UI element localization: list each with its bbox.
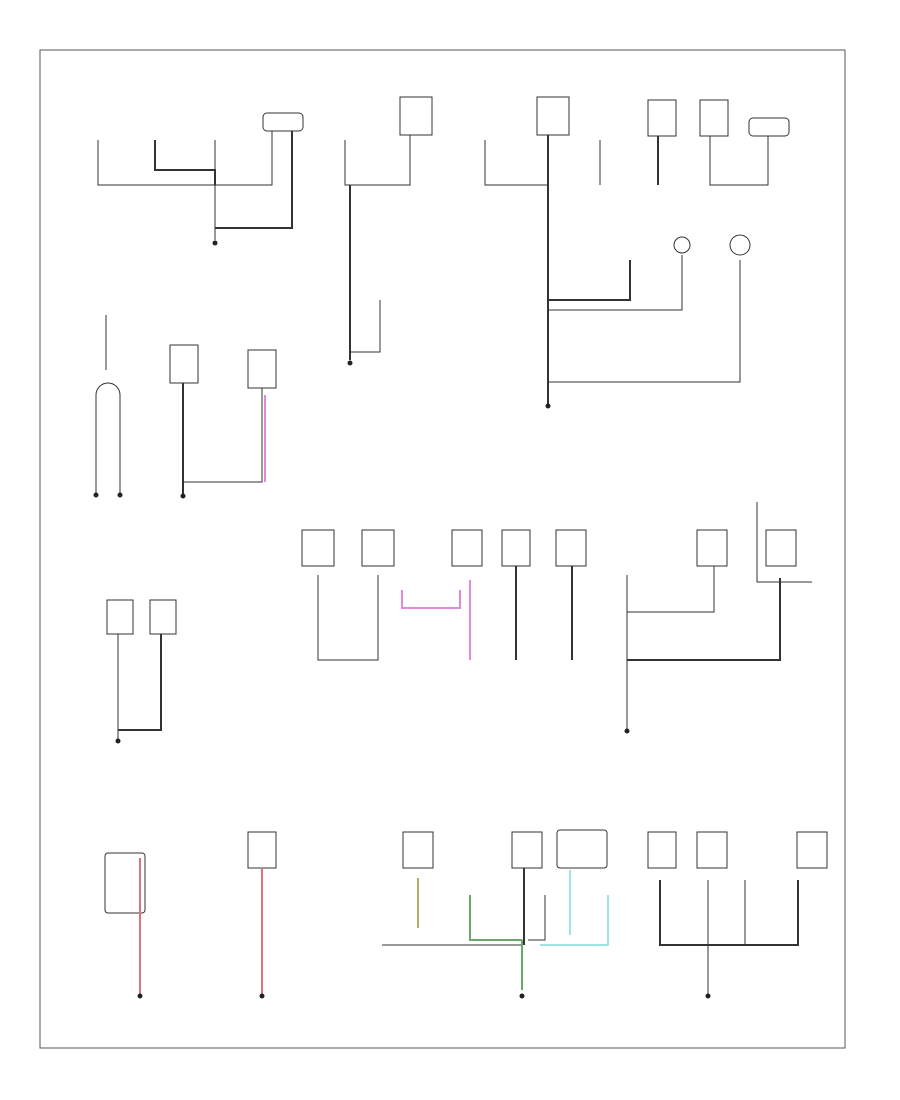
- group-lower-left: [106, 599, 177, 744]
- wire: [484, 140, 548, 186]
- group-top-right: [484, 96, 790, 409]
- connector-round: [729, 234, 751, 256]
- wire: [215, 131, 293, 229]
- wire: [183, 388, 263, 483]
- wire-pink: [401, 580, 471, 660]
- component-box: [647, 831, 677, 869]
- wire: [659, 880, 799, 946]
- wire: [350, 300, 381, 353]
- component-box: [399, 96, 433, 136]
- wire-green: [469, 895, 523, 990]
- ground-point: [212, 240, 218, 246]
- ground-point: [259, 993, 265, 999]
- group-bottom-right: [647, 831, 828, 999]
- group-center: [301, 502, 812, 734]
- component-box: [696, 831, 728, 869]
- group-mid-left: [169, 344, 277, 499]
- component-box: [501, 529, 531, 567]
- group-bottom-left: [104, 852, 146, 999]
- wire: [344, 135, 411, 186]
- wire: [528, 895, 546, 941]
- component-box: [796, 831, 828, 869]
- wire: [548, 255, 683, 311]
- component-box: [402, 831, 434, 869]
- wire: [95, 382, 121, 493]
- group-top-left: [97, 112, 304, 246]
- wire: [215, 131, 273, 186]
- wire: [317, 575, 379, 661]
- group-bottom-center: [382, 829, 609, 999]
- ground-point: [545, 403, 551, 409]
- ground-point: [117, 492, 123, 498]
- group-top-middle: [344, 96, 433, 366]
- component-box: [247, 349, 277, 389]
- ground-point: [347, 360, 353, 366]
- diagram-frame: [39, 49, 846, 1049]
- wire: [118, 634, 162, 731]
- wire: [709, 136, 769, 186]
- wire: [548, 260, 741, 383]
- component-box: [301, 529, 335, 567]
- component-box: [104, 852, 146, 914]
- component-box: [556, 829, 608, 869]
- wire: [627, 566, 715, 613]
- ground-point: [93, 492, 99, 498]
- wire: [627, 578, 781, 661]
- ground-point: [519, 993, 525, 999]
- component-box: [765, 529, 797, 567]
- wire: [548, 260, 631, 301]
- wire: [756, 502, 812, 583]
- component-box: [696, 529, 728, 567]
- ground-point: [705, 993, 711, 999]
- component-box: [106, 599, 134, 635]
- group-battery: [93, 315, 123, 498]
- component-box: [262, 112, 304, 132]
- component-box: [247, 831, 277, 869]
- component-box: [511, 831, 543, 869]
- connector-round: [673, 236, 691, 254]
- ground-point: [137, 993, 143, 999]
- component-box: [748, 117, 790, 137]
- component-box: [149, 599, 177, 635]
- component-box: [361, 529, 395, 567]
- ground-point: [115, 738, 121, 744]
- ground-point: [180, 493, 186, 499]
- component-box: [169, 344, 199, 384]
- component-box: [536, 96, 570, 136]
- ground-point: [624, 728, 630, 734]
- component-box: [451, 529, 483, 567]
- group-bottom-center-left: [247, 831, 277, 999]
- component-box: [647, 99, 677, 137]
- component-box: [555, 529, 587, 567]
- wire: [97, 140, 215, 186]
- wire: [154, 140, 216, 185]
- component-box: [699, 99, 729, 137]
- wire-cyan: [540, 870, 609, 946]
